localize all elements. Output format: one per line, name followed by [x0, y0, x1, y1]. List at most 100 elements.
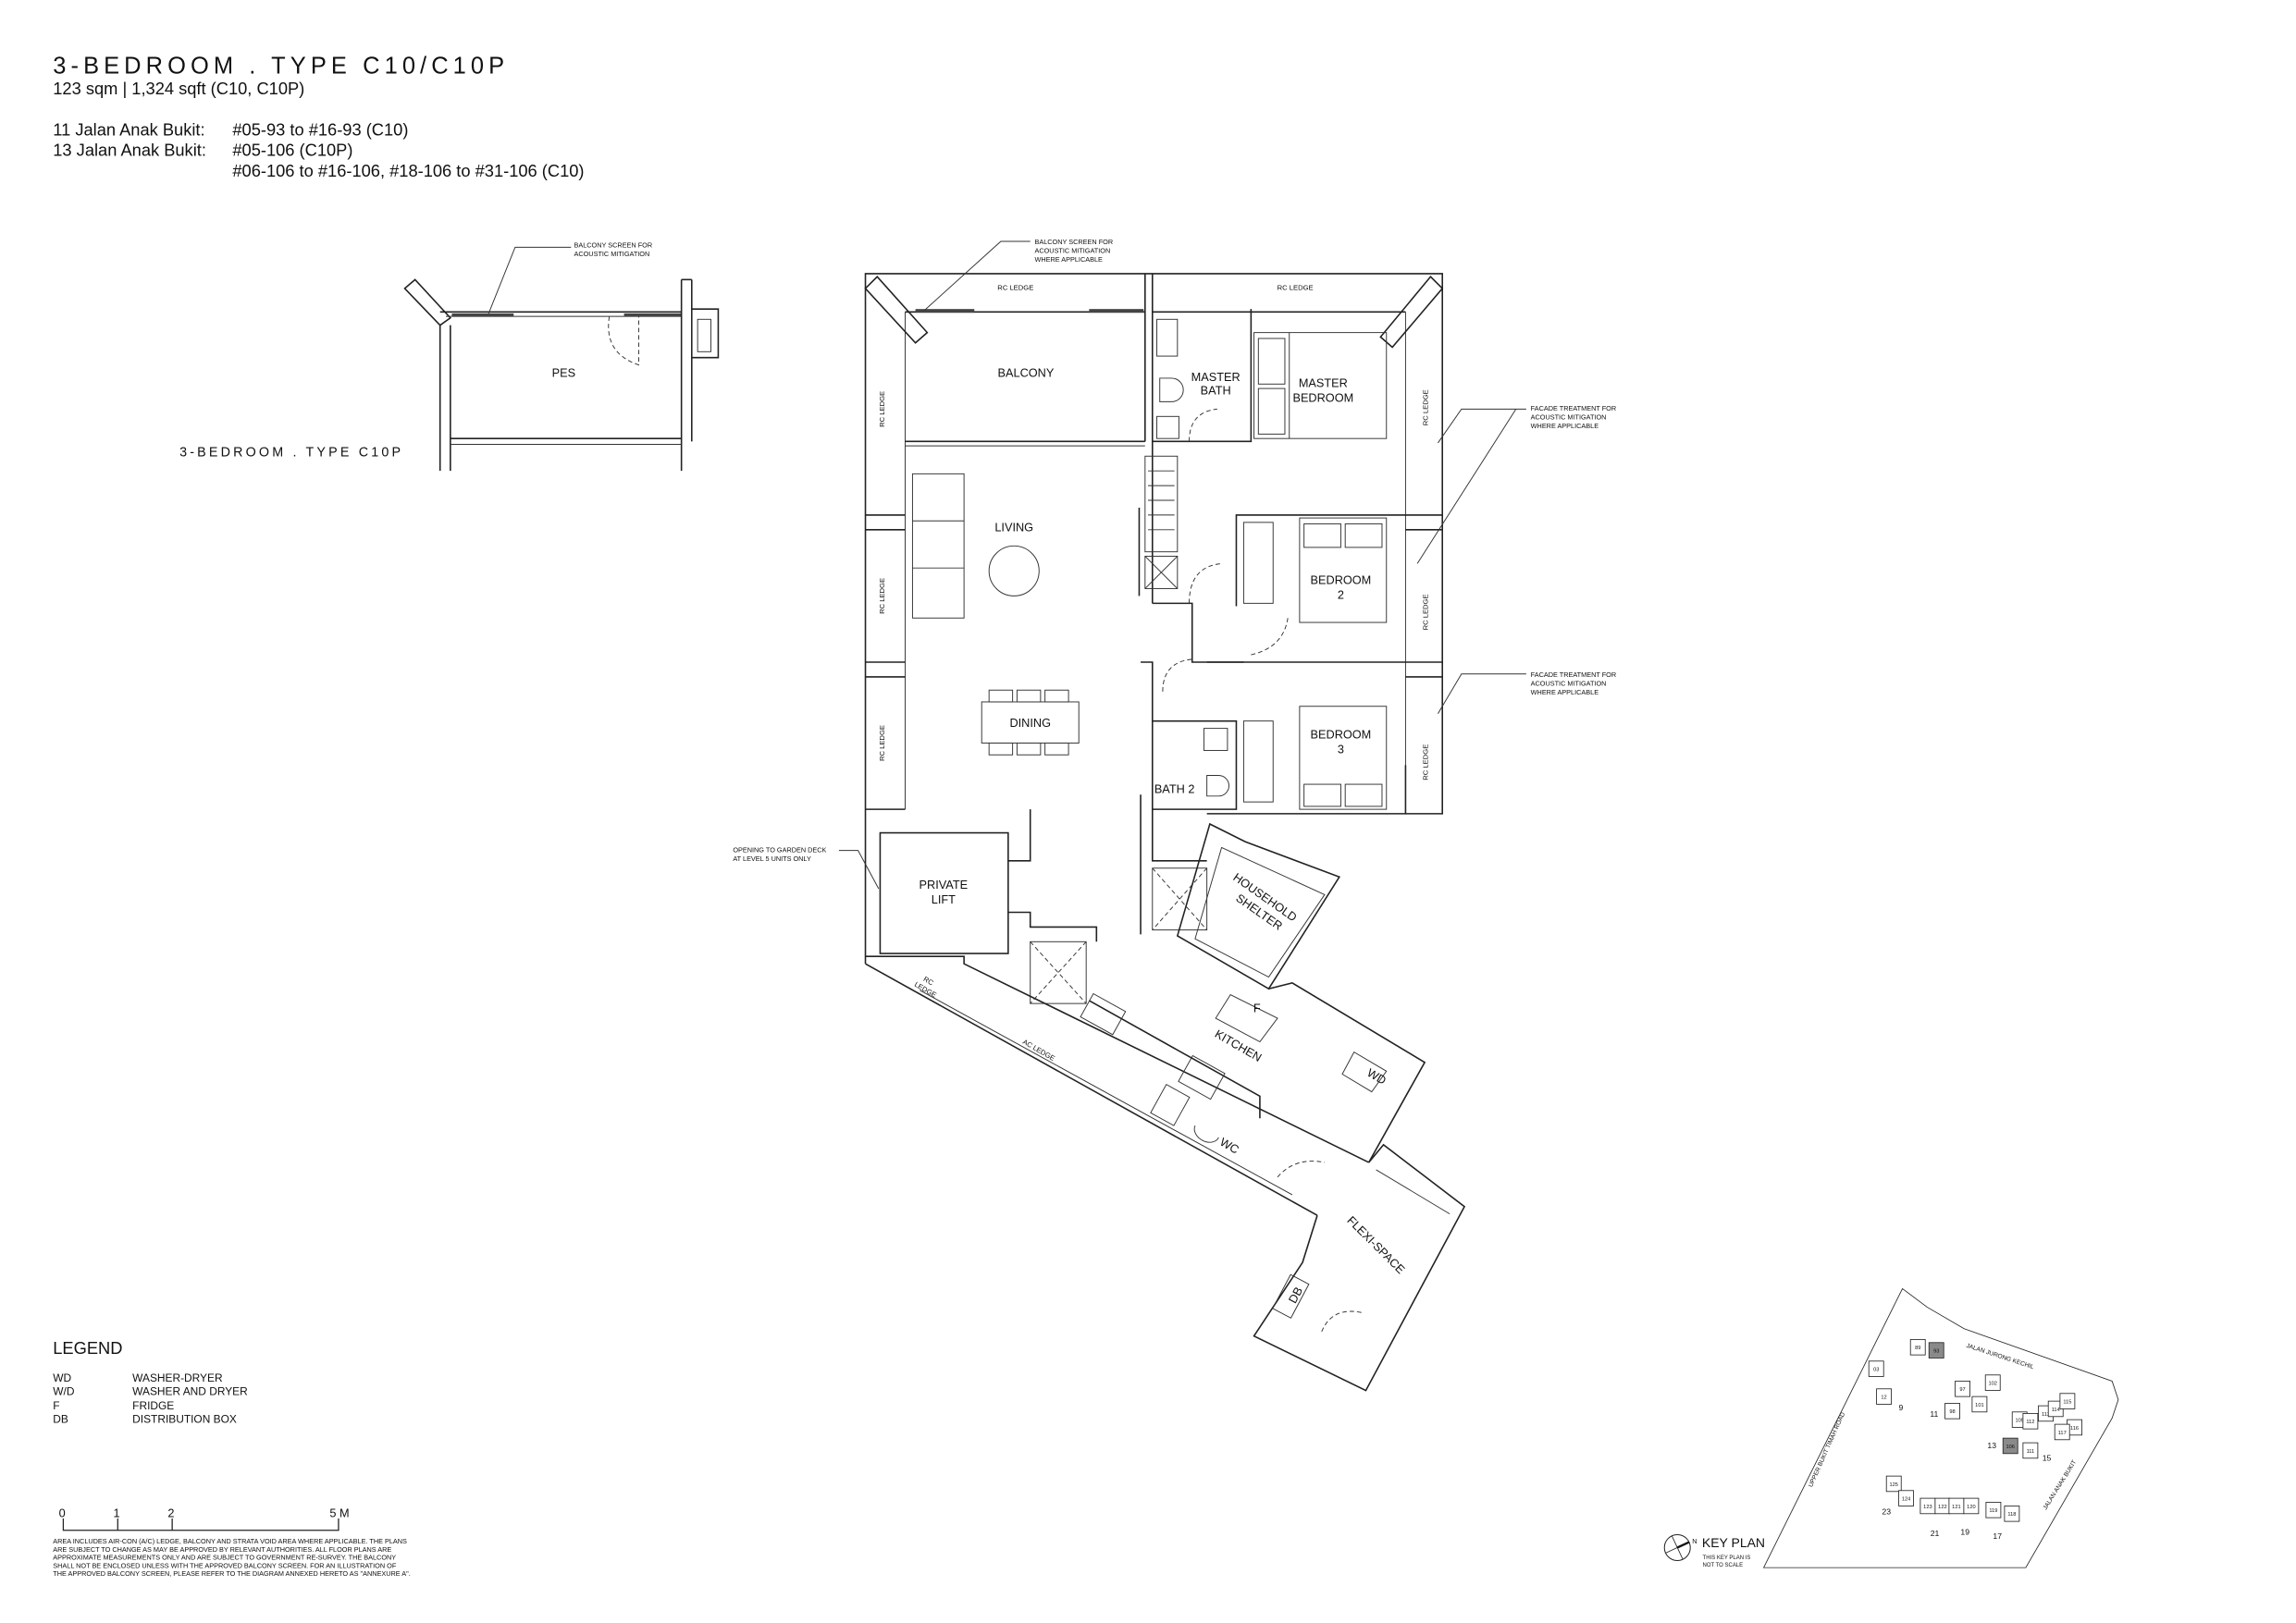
facade-note-b-3: WHERE APPLICABLE	[1531, 688, 1599, 696]
key-plan-block-label: 11	[1930, 1409, 1938, 1419]
key-plan-unit	[1985, 1502, 2002, 1518]
room-label-master-bedroom-2: BEDROOM	[1292, 390, 1353, 404]
room-label-master-bath-1: MASTER	[1191, 370, 1241, 384]
room-label-balcony: BALCONY	[998, 365, 1055, 379]
legend-code: WD	[53, 1371, 71, 1384]
scale-bar: 0 1 2 5 M	[59, 1506, 350, 1531]
legend-title: LEGEND	[53, 1338, 122, 1358]
rc-ledge-right-3: RC LEDGE	[1421, 744, 1429, 781]
facade-note-a-3: WHERE APPLICABLE	[1531, 422, 1599, 430]
legend-meaning: FRIDGE	[132, 1399, 174, 1412]
room-label-pes: PES	[552, 365, 575, 379]
rc-ledge-lower-1: RC	[922, 975, 935, 988]
key-plan-unit-label: 101	[1975, 1403, 1983, 1408]
washer-dryer	[1341, 1051, 1388, 1093]
legend-code: DB	[53, 1413, 68, 1426]
key-plan-unit-highlighted	[2002, 1437, 2018, 1455]
garden-deck-note-2: AT LEVEL 5 UNITS ONLY	[733, 855, 811, 863]
address-units-3: #06-106 to #16-106, #18-106 to #31-106 (…	[232, 161, 584, 180]
legend-code: F	[53, 1399, 59, 1412]
key-plan-unit-label: 116	[2070, 1426, 2079, 1432]
key-plan-unit	[1885, 1475, 1902, 1493]
coffee-table	[988, 545, 1040, 596]
room-label-master-bath-2: BATH	[1201, 383, 1231, 397]
address-units-2: #05-106 (C10P)	[232, 141, 352, 160]
pes-screen-note-1: BALCONY SCREEN FOR	[574, 240, 653, 249]
ac-ledge: AC LEDGE	[1021, 1038, 1056, 1063]
bedroom2-bed	[1299, 517, 1388, 623]
key-plan-unit-label: 125	[1890, 1482, 1898, 1488]
facade-note-b-1: FACADE TREATMENT FOR	[1531, 670, 1616, 679]
pes-corner-wall	[403, 278, 452, 326]
key-plan-unit-label: 89	[1915, 1346, 1920, 1351]
key-plan-unit-label: 98	[1949, 1409, 1955, 1415]
header: 3-BEDROOM . TYPE C10/C10P 123 sqm | 1,32…	[53, 54, 584, 180]
pes-plan: PES BALCONY SCREEN FOR ACOUSTIC MITIGATI…	[179, 240, 720, 472]
corner-wall-left	[864, 276, 929, 344]
key-plan-unit-label: 119	[1989, 1508, 1997, 1514]
room-label-fridge: F	[1253, 1002, 1261, 1015]
room-label-bath2: BATH 2	[1154, 782, 1195, 796]
sofa	[911, 473, 965, 619]
key-plan-block-label: 21	[1931, 1529, 1940, 1538]
scale-tick-1: 1	[114, 1506, 120, 1519]
unit-area: 123 sqm | 1,324 sqft (C10, C10P)	[53, 79, 304, 98]
key-plan-unit-label: 97	[1959, 1387, 1965, 1393]
disclaimer-line: APPROXIMATE MEASUREMENTS ONLY AND ARE SU…	[53, 1554, 396, 1562]
wc-icon	[1159, 377, 1184, 402]
key-plan-unit-label: 93	[1933, 1348, 1939, 1354]
private-lift	[879, 831, 1009, 954]
key-plan-unit-label: 124	[1902, 1496, 1910, 1502]
key-plan-unit-label: 121	[1952, 1505, 1960, 1510]
key-plan-unit	[2054, 1423, 2070, 1441]
scale-tick-2: 2	[167, 1506, 174, 1519]
key-plan-unit-label: 123	[1923, 1505, 1932, 1510]
key-plan-unit-label: 117	[2058, 1431, 2067, 1436]
room-label-bedroom3-1: BEDROOM	[1311, 728, 1372, 742]
key-plan-unit	[1971, 1396, 1988, 1413]
key-plan-block-label: 15	[2043, 1453, 2052, 1462]
room-label-flexi: FLEXI-SPACE	[1344, 1213, 1407, 1276]
key-plan-unit	[1944, 1403, 1960, 1420]
key-plan-unit	[1909, 1339, 1926, 1356]
household-shelter	[1176, 822, 1341, 990]
key-plan-unit	[1868, 1360, 1884, 1377]
rc-ledge-top-left: RC LEDGE	[997, 283, 1033, 291]
key-plan-note-2: NOT TO SCALE	[1703, 1563, 1744, 1568]
room-label-bedroom2-2: 2	[1338, 588, 1344, 602]
corner-wall-right	[1379, 275, 1444, 349]
room-labels: BALCONY MASTER BATH MASTER BEDROOM LIVIN…	[920, 365, 1408, 1305]
key-plan-note-1: THIS KEY PLAN IS	[1703, 1555, 1751, 1561]
key-plan-unit-label: 102	[1989, 1381, 1997, 1386]
facade-note-b-2: ACOUSTIC MITIGATION	[1531, 679, 1607, 687]
key-plan-unit-label: 105	[2016, 1418, 2024, 1423]
key-plan-unit-label: 112	[2026, 1420, 2034, 1425]
key-plan-block-label: 13	[1987, 1441, 1996, 1450]
disclaimer: AREA INCLUDES AIR-CON (A/C) LEDGE, BALCO…	[53, 1537, 410, 1578]
balcony-screen-note-2: ACOUSTIC MITIGATION	[1034, 247, 1110, 255]
kitchen-wc-icon	[1193, 1125, 1219, 1143]
pes-plan-caption: 3-BEDROOM . TYPE C10P	[179, 445, 403, 460]
room-label-private-lift-2: LIFT	[932, 892, 956, 906]
key-plan-unit	[2004, 1506, 2020, 1522]
legend: LEGEND WD WASHER-DRYER W/D WASHER AND DR…	[53, 1338, 248, 1426]
key-plan-unit	[1876, 1388, 1892, 1405]
north-arrow-icon: N	[1663, 1533, 1697, 1561]
room-label-dining: DINING	[1009, 716, 1051, 730]
balcony-screen	[451, 313, 514, 317]
legend-meaning: DISTRIBUTION BOX	[132, 1413, 237, 1426]
legend-meaning: WASHER AND DRYER	[132, 1384, 248, 1397]
scale-tick-5: 5 M	[329, 1506, 349, 1519]
balcony-screen-note-3: WHERE APPLICABLE	[1034, 255, 1103, 264]
room-label-private-lift-1: PRIVATE	[920, 878, 969, 891]
key-plan-unit	[1955, 1381, 1970, 1397]
key-plan-unit-label: 03	[1873, 1367, 1879, 1372]
legend-meaning: WASHER-DRYER	[132, 1371, 223, 1384]
fridge	[1215, 993, 1278, 1043]
key-plan-unit	[2059, 1393, 2076, 1409]
room-label-db: DB	[1286, 1285, 1306, 1306]
